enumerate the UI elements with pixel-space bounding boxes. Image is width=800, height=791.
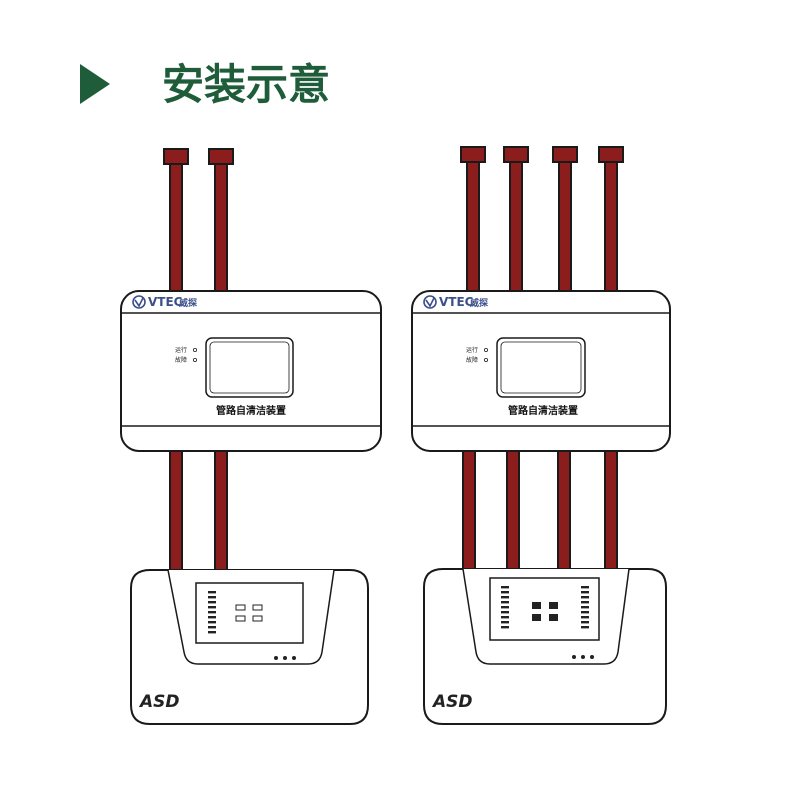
self-cleaning-device: VTEC 威探 运行 故障 管路自清洁装置 [411,290,671,452]
device-screen [496,337,586,398]
asd-detector: ASD [423,568,667,725]
status-fault-led-icon [483,357,488,362]
detector-button-group [532,602,558,621]
pipe-top-1 [163,148,189,292]
device-label: 管路自清洁装置 [216,404,286,417]
detector-indicator-group [274,656,296,660]
detector-button-group [235,604,263,622]
detector-led-column [208,591,216,634]
status-fault-label: 故障 [175,356,187,364]
asd-logo: ASD [138,692,180,712]
brand-name-cn: 威探 [179,297,198,309]
pipe-top-3 [552,146,578,292]
status-fault-led-icon [192,357,197,362]
pipe-top-2 [503,146,529,292]
asd-detector: ASD [130,569,369,725]
pipe-bottom-1 [462,450,476,570]
brand-name-cn: 威探 [470,297,489,309]
pipe-bottom-4 [604,450,618,570]
pipe-bottom-2 [214,450,228,571]
status-run-led-icon [483,347,488,352]
brand-name: VTEC [439,295,474,309]
vtec-logo-icon [423,295,437,309]
pipe-top-1 [460,146,486,292]
device-screen [205,337,294,398]
pipe-bottom-3 [557,450,571,570]
assembly-two-pipe: VTEC 威探 运行 故障 管路自清洁装置 [120,148,382,725]
status-run-led-icon [192,347,197,352]
pipe-bottom-1 [169,450,183,571]
asd-logo: ASD [431,692,473,712]
device-label: 管路自清洁装置 [508,404,578,417]
status-run-label: 运行 [175,346,187,354]
status-fault-label: 故障 [466,356,478,364]
play-triangle-icon [80,64,110,104]
detector-led-column-right [581,586,589,629]
page-title: 安装示意 [162,60,330,109]
pipe-bottom-2 [506,450,520,570]
detector-indicator-group [572,655,594,659]
assembly-four-pipe: VTEC 威探 运行 故障 管路自清洁装置 [411,146,671,725]
status-run-label: 运行 [466,346,478,354]
self-cleaning-device: VTEC 威探 运行 故障 管路自清洁装置 [120,290,382,452]
vtec-logo-icon [132,295,146,309]
pipe-top-4 [598,146,624,292]
pipe-top-2 [208,148,234,292]
detector-led-column-left [501,586,509,629]
brand-name: VTEC [148,295,183,309]
